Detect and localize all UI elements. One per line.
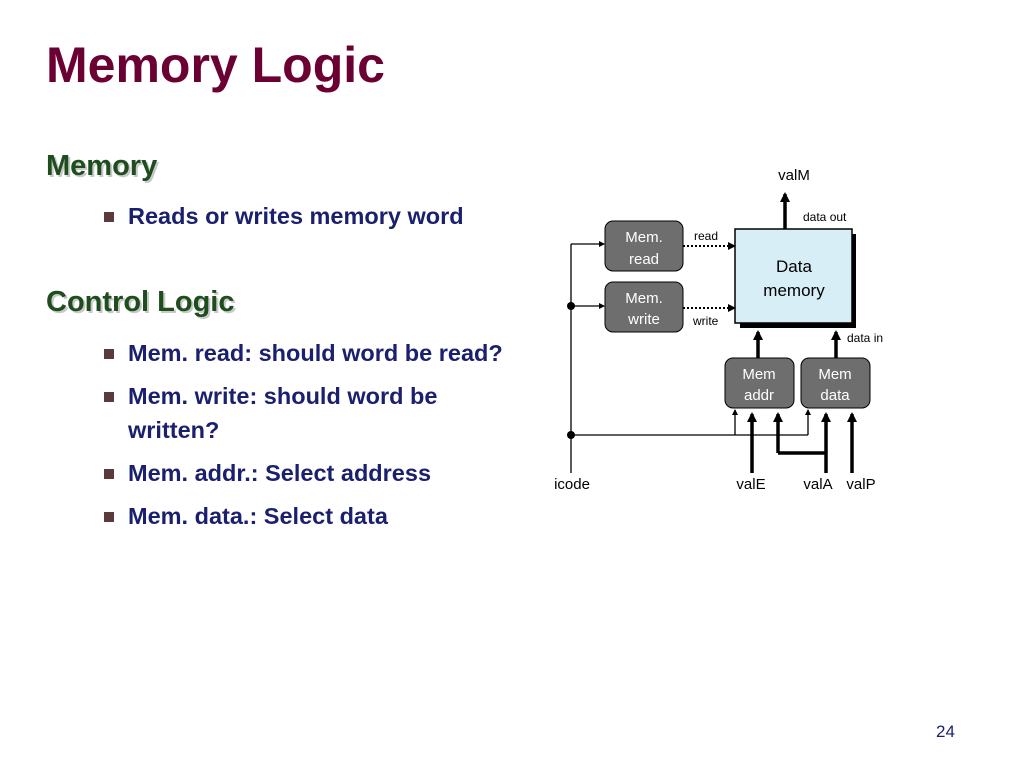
mem-data-block <box>800 357 871 409</box>
data-memory-label-line2: memory <box>763 281 825 300</box>
data-memory-block <box>734 228 853 324</box>
bullet-text: Reads or writes memory word <box>128 203 464 229</box>
valM-label: valM <box>778 167 810 184</box>
write-signal-label: write <box>692 314 719 328</box>
slide-title: Memory Logic <box>46 37 385 93</box>
bullet-square-icon <box>104 469 114 479</box>
valA-label: valA <box>803 476 832 493</box>
control-logic-bullet-list: Mem. read: should word be read? Mem. wri… <box>104 336 514 542</box>
bullet-text: Mem. data.: Select data <box>128 503 388 529</box>
mem-addr-block <box>724 357 795 409</box>
mem-data-label-line2: data <box>820 387 850 404</box>
read-signal-label: read <box>694 229 718 243</box>
bullet-item: Mem. read: should word be read? <box>104 336 514 370</box>
bullet-item: Mem. write: should word be written? <box>104 379 514 447</box>
section-heading-control-logic: Control Logic <box>46 286 235 318</box>
icode-label: icode <box>554 476 590 493</box>
mem-addr-label-line1: Mem <box>742 366 775 383</box>
write-signal-arrowhead <box>728 304 736 312</box>
mem-addr-label-line2: addr <box>744 387 774 404</box>
mem-write-label-line2: write <box>627 311 660 328</box>
mem-write-block <box>604 281 684 333</box>
page-number: 24 <box>936 722 955 741</box>
valP-label: valP <box>846 476 875 493</box>
bullet-square-icon <box>104 392 114 402</box>
data-memory-label-line1: Data <box>776 257 812 276</box>
bullet-text: Mem. write: should word be written? <box>128 383 438 443</box>
mem-write-label-line1: Mem. <box>625 290 663 307</box>
junction-dot <box>567 431 575 439</box>
bullet-square-icon <box>104 349 114 359</box>
mem-read-block <box>604 220 684 272</box>
junction-dot <box>567 302 575 310</box>
section-heading-memory: Memory <box>46 150 158 182</box>
valE-label: valE <box>736 476 765 493</box>
mem-data-label-line1: Mem <box>818 366 851 383</box>
bullet-text: Mem. read: should word be read? <box>128 340 503 366</box>
data-out-label: data out <box>803 210 847 224</box>
memory-bullet-list: Reads or writes memory word <box>104 199 514 242</box>
bullet-item: Mem. addr.: Select address <box>104 456 514 490</box>
mem-read-label-line1: Mem. <box>625 229 663 246</box>
mem-read-label-line2: read <box>629 251 659 268</box>
bullet-square-icon <box>104 512 114 522</box>
bullet-text: Mem. addr.: Select address <box>128 460 432 486</box>
data-in-label: data in <box>847 331 883 345</box>
bullet-item: Mem. data.: Select data <box>104 499 514 533</box>
bullet-item: Reads or writes memory word <box>104 199 514 233</box>
bullet-square-icon <box>104 212 114 222</box>
read-signal-arrowhead <box>728 242 736 250</box>
